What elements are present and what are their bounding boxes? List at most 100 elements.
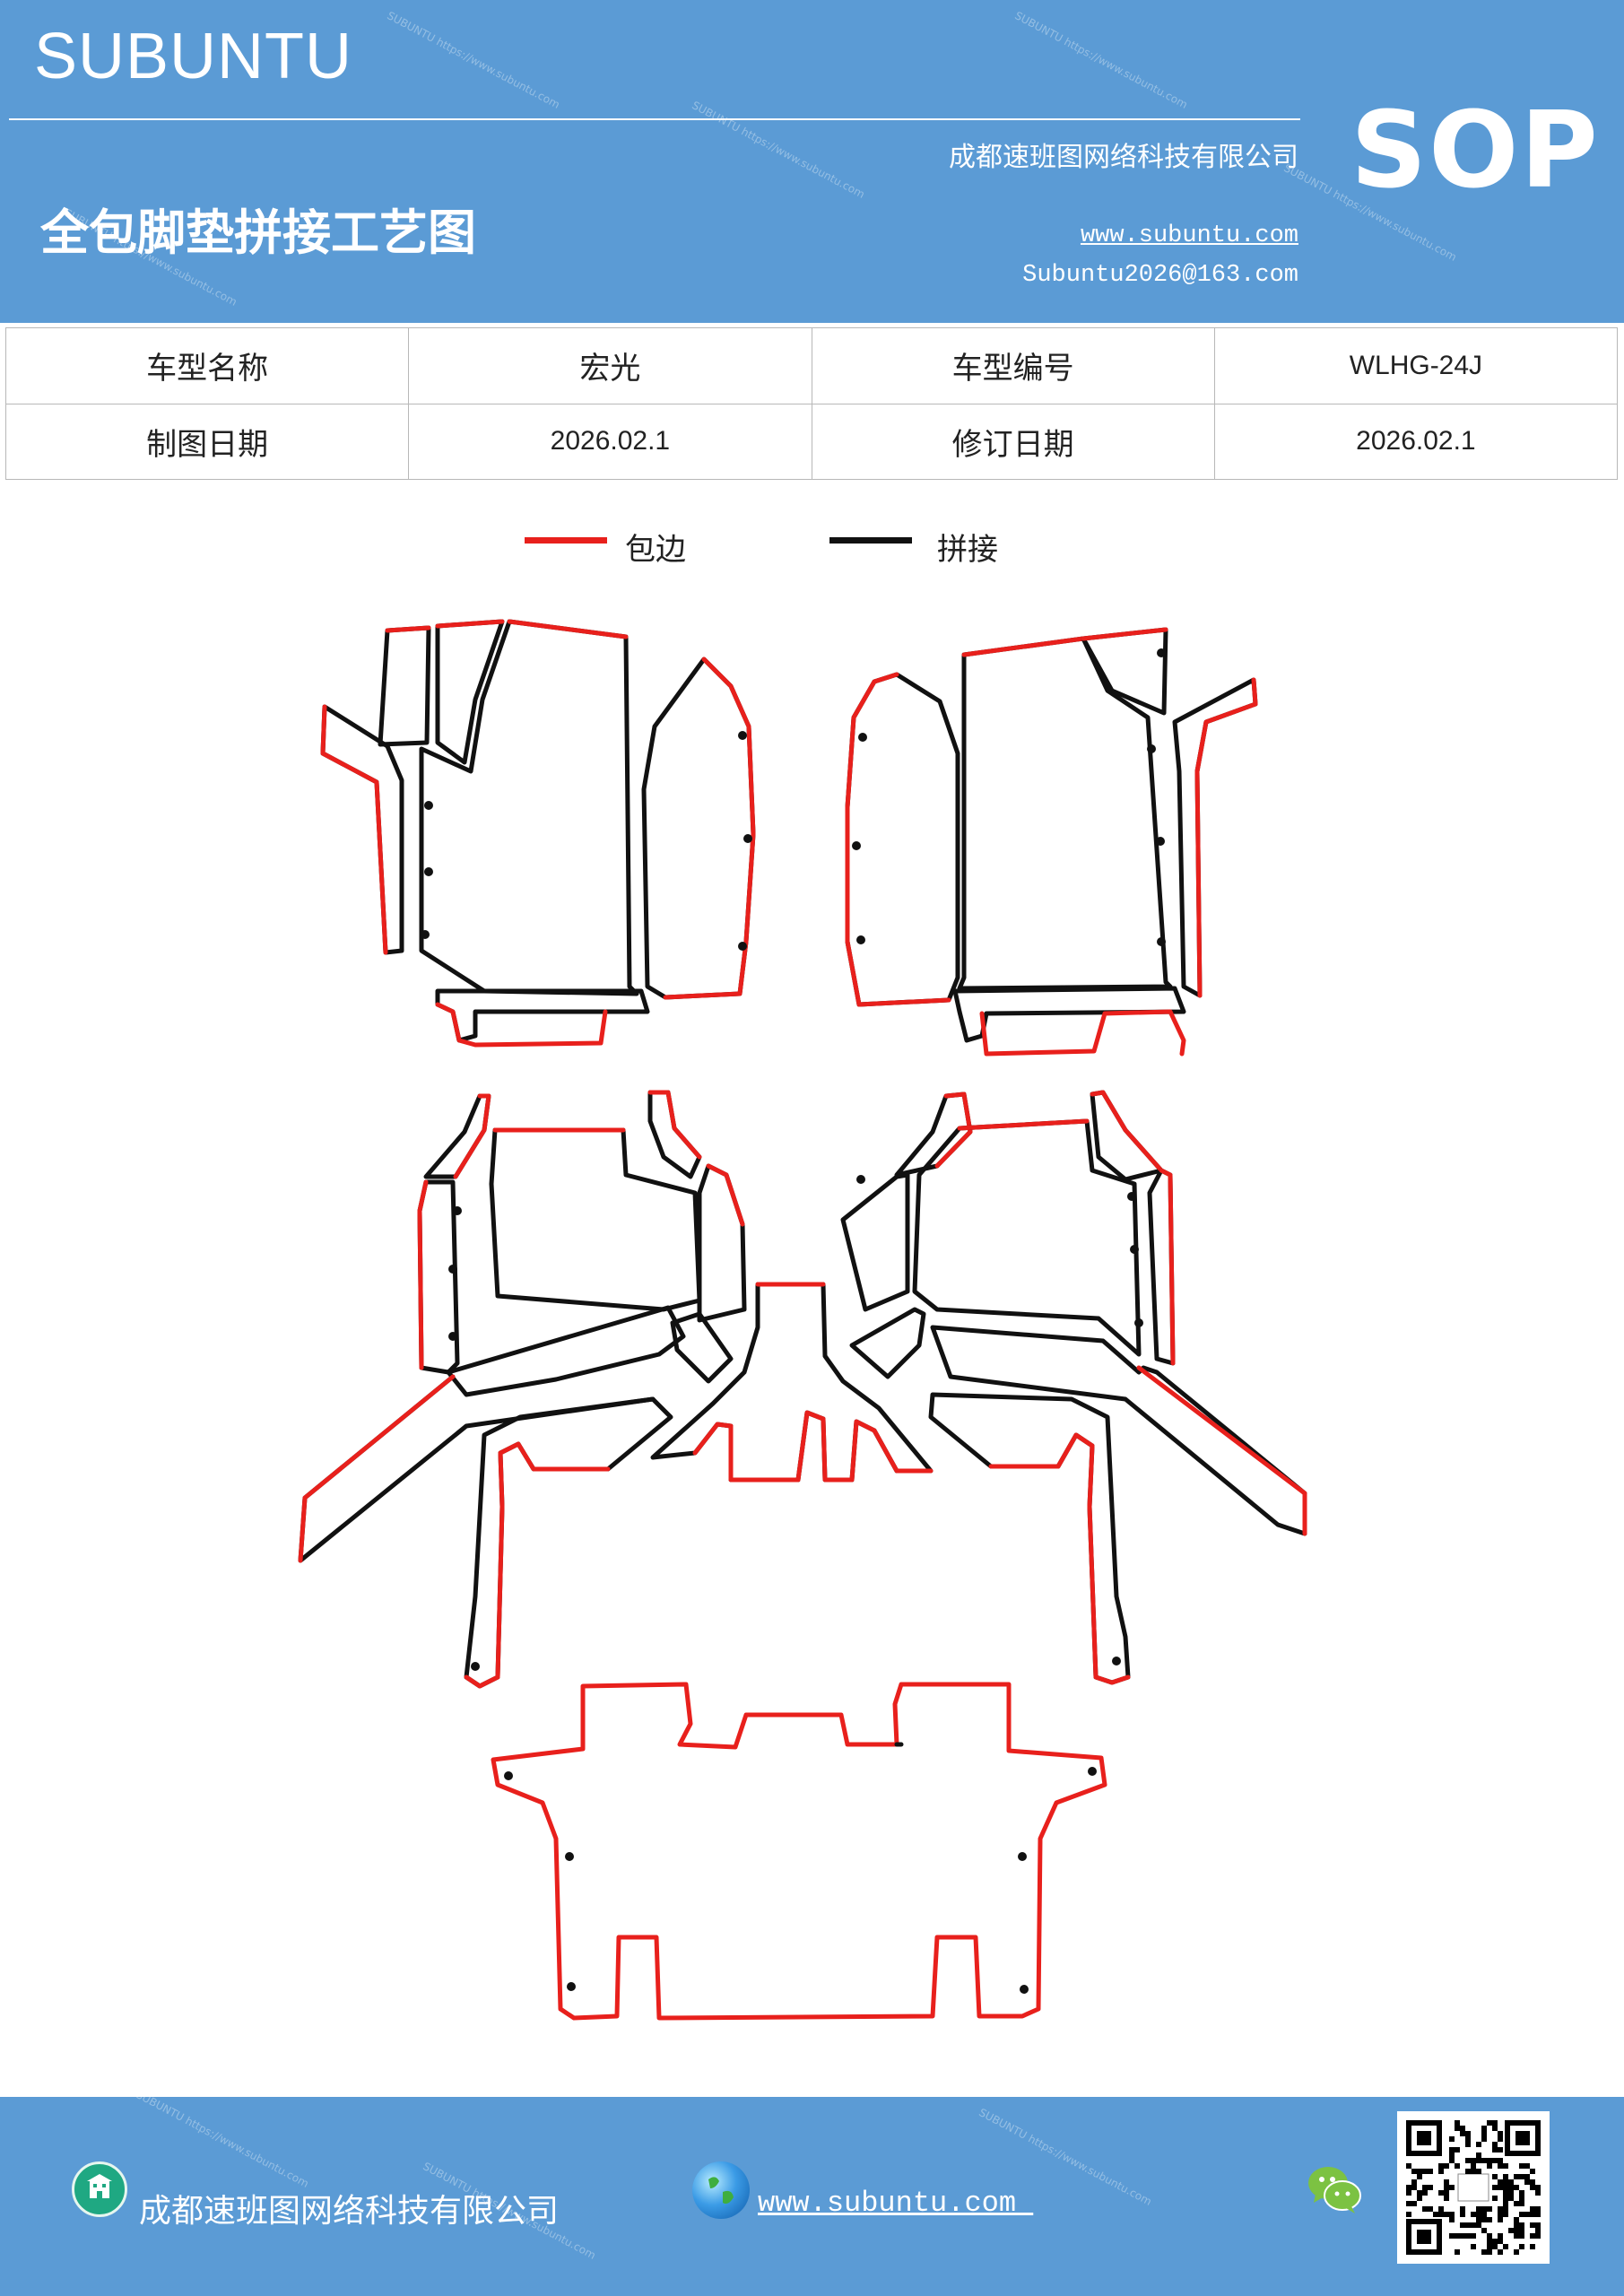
qr-module: [1444, 2179, 1449, 2185]
qr-module: [1465, 2169, 1471, 2174]
qr-module: [1519, 2228, 1524, 2233]
qr-module: [1492, 2158, 1498, 2163]
qr-module: [1519, 2233, 1524, 2239]
qr-module: [1530, 2212, 1535, 2217]
qr-module: [1503, 2174, 1508, 2179]
qr-module: [1481, 2249, 1487, 2255]
qr-module: [1444, 2163, 1449, 2169]
qr-module: [1406, 2212, 1411, 2217]
qr-module: [1498, 2147, 1503, 2152]
qr-module: [1498, 2136, 1503, 2142]
qr-module: [1487, 2233, 1492, 2239]
qr-module: [1498, 2185, 1503, 2190]
qr-module: [1438, 2206, 1444, 2212]
qr-module: [1422, 2185, 1428, 2190]
footer-website-link[interactable]: www.subuntu.com: [758, 2187, 1034, 2220]
qr-module: [1519, 2201, 1524, 2206]
footer-banner: SUBUNTU https://www.subuntu.com SUBUNTU …: [0, 2097, 1624, 2296]
qr-module: [1449, 2136, 1455, 2142]
qr-module: [1460, 2233, 1465, 2239]
qr-module: [1508, 2228, 1514, 2233]
wechat-icon[interactable]: [1305, 2160, 1364, 2219]
qr-module: [1508, 2185, 1514, 2190]
qr-module: [1535, 2185, 1541, 2190]
qr-module: [1476, 2142, 1481, 2147]
qr-module: [1455, 2163, 1460, 2169]
qr-module: [1514, 2249, 1519, 2255]
qr-module: [1492, 2120, 1498, 2126]
qr-module: [1428, 2169, 1433, 2174]
qr-module: [1508, 2190, 1514, 2196]
qr-module: [1406, 2190, 1411, 2196]
draw-date-label: 制图日期: [4, 403, 410, 480]
qr-module: [1498, 2233, 1503, 2239]
qr-module: [1498, 2179, 1503, 2185]
footer-company-name: 成都速班图网络科技有限公司: [139, 2193, 560, 2230]
qr-module: [1422, 2206, 1428, 2212]
qr-module: [1433, 2212, 1438, 2217]
qr-module: [1487, 2120, 1492, 2126]
qr-module: [1455, 2120, 1460, 2126]
qr-module: [1524, 2179, 1530, 2185]
qr-module: [1487, 2239, 1492, 2244]
qr-module: [1406, 2163, 1411, 2169]
vehicle-info-table: 车型名称 宏光 车型编号 WLHG-24J 制图日期 2026.02.1 修订日…: [4, 327, 1619, 480]
qr-module: [1411, 2201, 1417, 2206]
mat-rear: [491, 1682, 1107, 2021]
model-code-value: WLHG-24J: [1213, 327, 1619, 404]
qr-module: [1422, 2190, 1428, 2196]
rivet-markers: [421, 648, 1166, 1994]
qr-module: [1530, 2206, 1535, 2212]
qr-module: [1535, 2212, 1541, 2217]
watermark: SUBUNTU https://www.subuntu.com: [385, 9, 562, 111]
qr-module: [1411, 2179, 1417, 2185]
qr-module: [1481, 2217, 1487, 2222]
qr-module: [1471, 2169, 1476, 2174]
page-title: 全包脚垫拼接工艺图: [40, 204, 476, 261]
qr-module: [1498, 2206, 1503, 2212]
qr-module: [1476, 2169, 1481, 2174]
qr-module: [1449, 2152, 1455, 2158]
qr-module: [1503, 2185, 1508, 2190]
qr-module: [1535, 2228, 1541, 2233]
qr-module: [1449, 2185, 1455, 2190]
qr-module: [1498, 2131, 1503, 2136]
qr-module: [1455, 2126, 1460, 2131]
qr-module: [1519, 2196, 1524, 2201]
black-line-swatch: [829, 537, 912, 544]
qr-module: [1476, 2152, 1481, 2158]
qr-module: [1455, 2249, 1460, 2255]
qr-code[interactable]: [1397, 2111, 1550, 2264]
qr-module: [1455, 2147, 1460, 2152]
qr-module: [1487, 2163, 1492, 2169]
mat-front-right: [845, 627, 1258, 1057]
qr-module: [1471, 2163, 1476, 2169]
table-row: 车型名称 宏光 车型编号 WLHG-24J: [4, 327, 1619, 404]
qr-module: [1465, 2142, 1471, 2147]
qr-module: [1492, 2126, 1498, 2131]
qr-module: [1508, 2179, 1514, 2185]
qr-module: [1503, 2190, 1508, 2196]
qr-module: [1535, 2233, 1541, 2239]
qr-module: [1449, 2233, 1455, 2239]
qr-module: [1492, 2185, 1498, 2190]
qr-module: [1481, 2228, 1487, 2233]
qr-module: [1428, 2206, 1433, 2212]
floor-mat-splicing-diagram: [298, 619, 1307, 2021]
qr-module: [1471, 2233, 1476, 2239]
qr-module: [1422, 2169, 1428, 2174]
qr-module: [1406, 2185, 1411, 2190]
qr-module: [1514, 2217, 1519, 2222]
email-address: Subuntu2026@163.com: [1022, 262, 1298, 289]
qr-module: [1417, 2190, 1422, 2196]
qr-module: [1476, 2206, 1481, 2212]
qr-module: [1514, 2228, 1519, 2233]
qr-module: [1471, 2244, 1476, 2249]
qr-module: [1492, 2142, 1498, 2147]
red-line-swatch: [525, 537, 607, 544]
qr-module: [1492, 2244, 1498, 2249]
qr-module: [1503, 2206, 1508, 2212]
website-link[interactable]: www.subuntu.com: [1080, 222, 1298, 249]
qr-module: [1471, 2222, 1476, 2228]
qr-module: [1514, 2201, 1519, 2206]
